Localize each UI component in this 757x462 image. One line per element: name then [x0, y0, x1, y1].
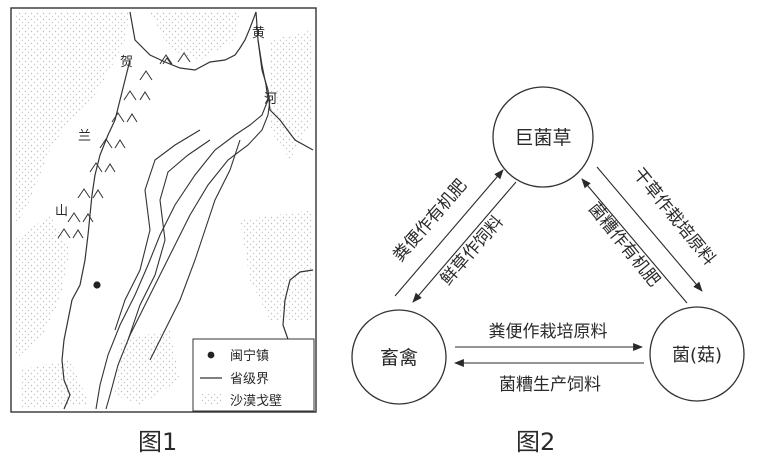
mountain-label-2: 兰	[78, 129, 91, 144]
arrow-left-to-top	[394, 169, 504, 297]
mountain-label-3: 山	[55, 204, 68, 219]
node-right-label: 菌(菇)	[672, 345, 722, 366]
mountain-label-1: 贺	[120, 55, 133, 70]
legend-label-boundary: 省级界	[230, 372, 269, 387]
edge-label-right-inner: 菌糟作有机肥	[584, 199, 664, 291]
arrow-top-to-right	[596, 166, 703, 292]
node-right-circle	[649, 306, 745, 402]
cycle-diagram: 巨菌草 畜禽 菌(菇) 粪便作有机肥 鲜草作饲料 干草作栽培原料 菌糟作有机肥 …	[351, 86, 745, 456]
node-left-circle	[351, 309, 447, 405]
node-top-label: 巨菌草	[514, 127, 571, 149]
desert-areas	[14, 12, 313, 409]
fig1-caption: 图1	[138, 428, 177, 456]
arrow-top-to-left	[412, 181, 517, 303]
river-label-2: 河	[264, 92, 277, 107]
node-left-label: 畜禽	[380, 347, 418, 369]
legend-box	[192, 338, 315, 412]
arrow-right-to-top	[581, 178, 688, 304]
legend-dot-symbol	[207, 351, 215, 359]
edge-label-left-inner: 鲜草作饲料	[437, 212, 508, 289]
river-label-1: 黄	[252, 26, 265, 41]
map-figure: 贺 兰 山 黄 河 闽宁镇 省级界 沙漠戈壁 图1	[10, 7, 317, 456]
node-top-circle	[492, 86, 594, 188]
edge-label-bottom-top: 粪便作栽培原料	[489, 322, 608, 342]
legend-label-town: 闽宁镇	[230, 348, 269, 364]
legend-stipple-symbol	[200, 394, 222, 404]
legend-label-desert: 沙漠戈壁	[230, 394, 282, 409]
yellow-river	[95, 39, 271, 410]
fig2-caption: 图2	[516, 428, 555, 456]
map-legend: 闽宁镇 省级界 沙漠戈壁	[192, 338, 315, 412]
edge-label-bottom-bottom: 菌糟生产饲料	[499, 375, 601, 395]
minning-town-marker	[93, 281, 101, 289]
provincial-boundary	[61, 11, 257, 410]
mountain-range	[57, 52, 191, 239]
